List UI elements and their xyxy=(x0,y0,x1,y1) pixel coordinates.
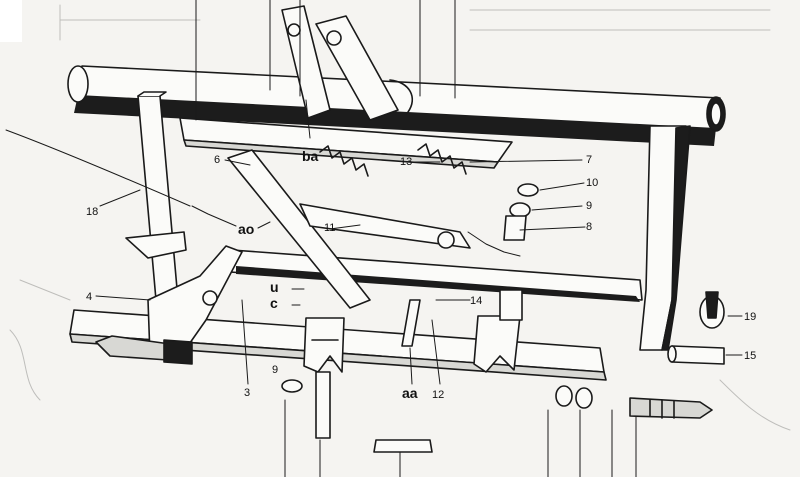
bolt-aa xyxy=(401,299,421,347)
top-cross-tube xyxy=(67,65,726,146)
callout-3: 3 xyxy=(244,387,250,399)
pin-15 xyxy=(667,345,725,365)
cable-18 xyxy=(5,129,191,207)
washer-9-lower xyxy=(281,379,303,393)
threaded-rod xyxy=(315,371,331,439)
plate-11 xyxy=(299,203,471,249)
bushing-9 xyxy=(509,202,531,218)
callout-ao: ao xyxy=(238,221,254,237)
right-pivot-bolt xyxy=(629,397,713,419)
callout-7: 7 xyxy=(586,154,592,166)
callout-13: 13 xyxy=(400,156,412,168)
spring-13 xyxy=(417,143,467,175)
spacer-block xyxy=(373,439,433,453)
sleeve-8 xyxy=(503,215,527,241)
callout-15: 15 xyxy=(744,350,756,362)
callout-14: 14 xyxy=(470,295,482,307)
callout-9-upper: 9 xyxy=(586,200,592,212)
upper-link-arms xyxy=(281,5,414,121)
callout-labels: 18 6 ba 13 7 10 9 8 11 ao 4 u c 14 19 15… xyxy=(86,148,756,401)
callout-aa: aa xyxy=(402,385,418,401)
callout-8: 8 xyxy=(586,221,592,233)
bushing-10 xyxy=(517,183,539,197)
callout-12: 12 xyxy=(432,389,444,401)
callout-9-lower: 9 xyxy=(272,364,278,376)
spring-ba xyxy=(319,145,369,177)
linch-pin-19 xyxy=(699,291,725,329)
leader-lines xyxy=(95,0,743,477)
corner-blank xyxy=(0,0,22,42)
callout-c: c xyxy=(270,295,278,311)
washers-lower-right xyxy=(555,385,593,409)
wedge-block xyxy=(125,231,187,259)
callout-6: 6 xyxy=(214,154,220,166)
left-pivot-bolt xyxy=(95,335,193,365)
callout-4: 4 xyxy=(86,291,92,303)
lever-6 xyxy=(227,149,371,309)
chain xyxy=(191,205,521,257)
callout-u: u xyxy=(270,279,279,295)
callout-ba: ba xyxy=(302,148,319,164)
callout-19: 19 xyxy=(744,311,756,323)
callout-18: 18 xyxy=(86,206,98,218)
stirrup-bracket-mid xyxy=(473,289,523,373)
stirrup-bracket-left xyxy=(303,317,345,373)
callout-10: 10 xyxy=(586,177,598,189)
callout-11: 11 xyxy=(324,222,335,234)
